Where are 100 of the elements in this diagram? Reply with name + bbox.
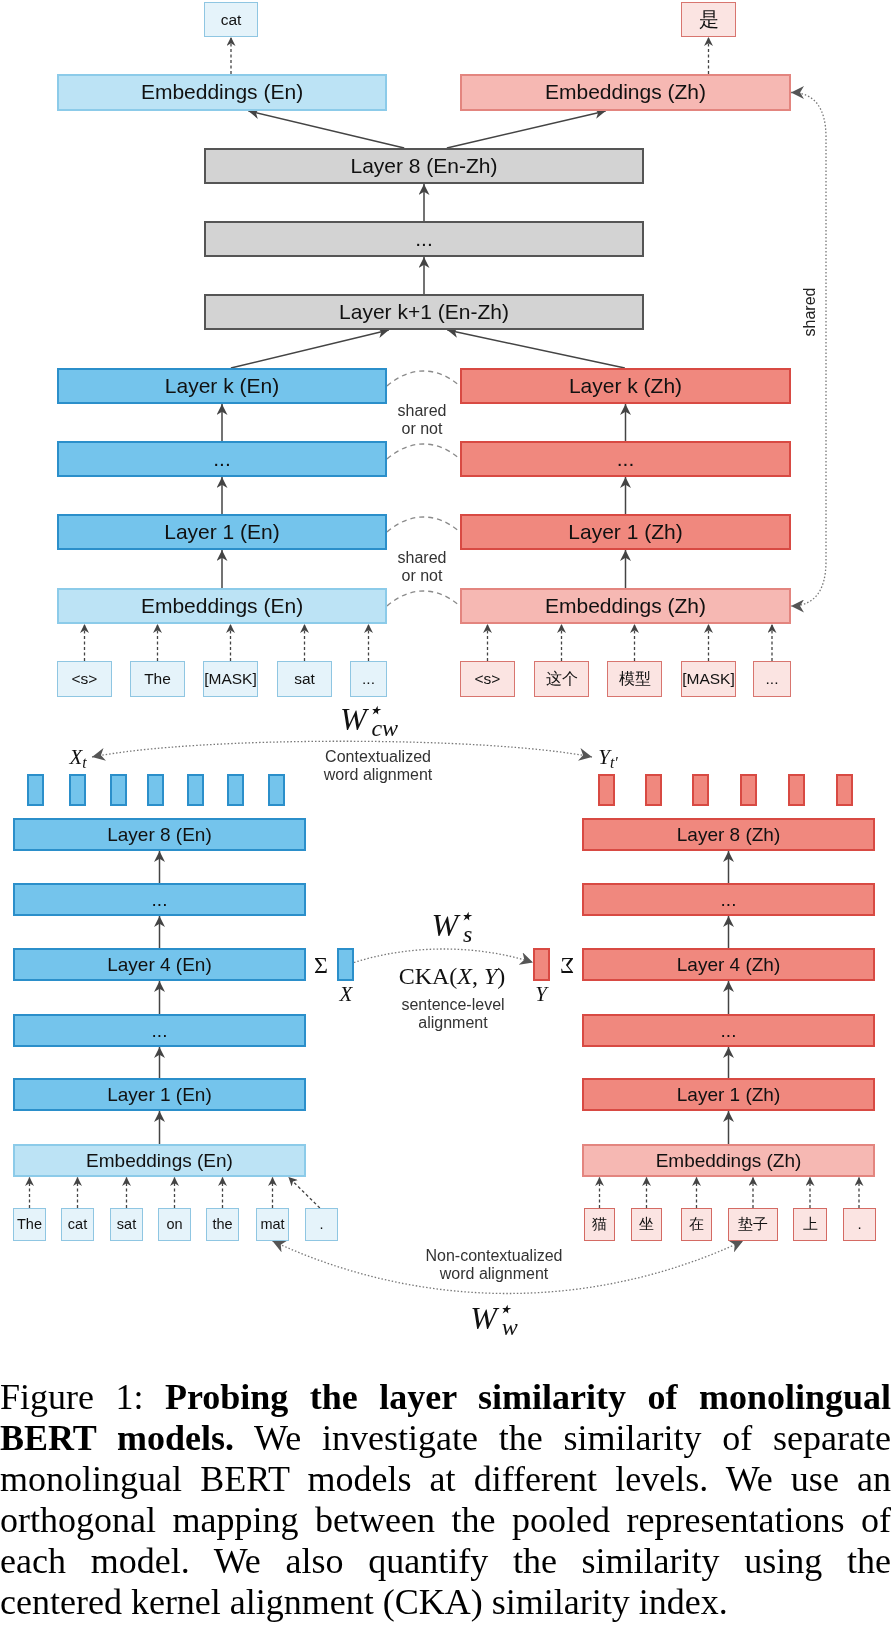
token-box: 上 [793, 1208, 827, 1241]
dashed-arrow [557, 623, 566, 662]
encoder-layer: Layer 4 (Zh) [582, 948, 875, 981]
embedding-layer: Embeddings (En) [57, 588, 387, 624]
encoder-layer: Layer 8 (Zh) [582, 818, 875, 851]
encoder-layer: Layer k (Zh) [460, 368, 791, 404]
arrow [723, 915, 734, 949]
annotation-text: sentence-level alignment [400, 996, 506, 1033]
dotted-double-arrow [790, 86, 827, 612]
summation-symbol: Σ [559, 952, 575, 978]
encoder-layer: ... [57, 441, 387, 477]
dashed-arrow [268, 1176, 277, 1209]
encoder-layer: ... [582, 883, 875, 916]
arrow [154, 915, 165, 949]
annotation-text: Contextualized word alignment [322, 748, 434, 785]
vector-bar [692, 774, 709, 806]
dashed-arrow [218, 1176, 227, 1209]
dashed-arrow [122, 1176, 131, 1209]
encoder-layer: Layer 1 (En) [57, 514, 387, 550]
token-box: cat [204, 2, 258, 37]
arrow [723, 980, 734, 1015]
dashed-arrow [642, 1176, 651, 1209]
dashed-arrow [80, 623, 89, 662]
token-box: cat [61, 1208, 94, 1241]
arrow [620, 549, 631, 589]
math-label: X [338, 982, 354, 1006]
dashed-arrow [595, 1176, 604, 1209]
shared-layer: ... [204, 221, 644, 257]
dashed-arrow [226, 623, 235, 662]
formula-label: CKA(X, Y) [397, 962, 507, 990]
dashed-arrow [25, 1176, 34, 1209]
arrow [154, 1046, 165, 1079]
encoder-layer: Layer 1 (Zh) [460, 514, 791, 550]
vector-bar [645, 774, 662, 806]
vector-bar [533, 948, 550, 981]
dashed-arrow [805, 1176, 815, 1209]
arrow [723, 850, 734, 884]
math-label: X$_{t}$ [64, 745, 92, 769]
encoder-layer: ... [582, 1014, 875, 1047]
encoder-layer: ... [13, 883, 306, 916]
dashed-arrow [704, 623, 713, 662]
arrow [620, 403, 631, 442]
vector-bar [788, 774, 805, 806]
token-box: <s> [460, 661, 515, 697]
token-box: . [843, 1208, 876, 1241]
annotation-text: Non-contextualized word alignment [424, 1247, 564, 1284]
token-box: <s> [57, 661, 112, 697]
arrow [418, 183, 430, 222]
shared-layer: Layer 8 (En-Zh) [204, 148, 644, 184]
token-box: 这个 [534, 661, 589, 697]
figure-caption: Figure 1: Probing the layer similarity of monolingual BERT models. We investigate the similarity of separate monolingual BERT models at different levels. We use an orthogonal mapping between the pooled representations of each model. We also quantify the similarity using the centered kernel alignment (CKA) similarity index. [0, 1377, 891, 1623]
dashed-arrow [483, 623, 492, 662]
dashed-arrow [854, 1176, 864, 1209]
token-box: 垫子 [728, 1208, 778, 1241]
token-box: 猫 [584, 1208, 615, 1241]
encoder-layer: ... [460, 441, 791, 477]
arrow [723, 1110, 734, 1145]
token-box: 坐 [631, 1208, 662, 1241]
token-box: ... [753, 661, 791, 697]
embedding-layer: Embeddings (Zh) [582, 1144, 875, 1177]
arrow [216, 403, 228, 442]
dashed-arrow [287, 1176, 321, 1209]
dashed-arrow [692, 1176, 701, 1209]
token-box: . [305, 1208, 338, 1241]
arrow [418, 256, 430, 295]
token-box: 模型 [607, 661, 662, 697]
token-box: sat [110, 1208, 143, 1241]
encoder-layer: Layer 4 (En) [13, 948, 306, 981]
dashed-arrow [226, 36, 236, 75]
arrow [154, 980, 165, 1015]
dashed-arrow [630, 623, 639, 662]
vector-bar [110, 774, 127, 806]
token-box: 是 [681, 2, 736, 37]
vector-bar [69, 774, 86, 806]
math-label: Y$_{t′}$ [592, 745, 624, 769]
token-box: ... [350, 661, 387, 697]
summation-symbol: Σ [313, 952, 329, 978]
embedding-layer: Embeddings (En) [57, 74, 387, 111]
token-box: The [130, 661, 185, 697]
vector-bar [227, 774, 244, 806]
dashed-arrow [704, 36, 713, 75]
token-box: The [13, 1208, 46, 1241]
token-box: [MASK] [681, 661, 736, 697]
vector-bar [268, 774, 285, 806]
vector-bar [836, 774, 853, 806]
embedding-layer: Embeddings (En) [13, 1144, 306, 1177]
embedding-layer: Embeddings (Zh) [460, 588, 791, 624]
vector-bar [27, 774, 44, 806]
vector-bar [187, 774, 204, 806]
arrow [216, 549, 228, 589]
embedding-layer: Embeddings (Zh) [460, 74, 791, 111]
annotation-text: shared or not [396, 549, 448, 585]
token-box: 在 [681, 1208, 712, 1241]
encoder-layer: Layer 8 (En) [13, 818, 306, 851]
dashed-arrow [170, 1176, 179, 1209]
arrow [154, 850, 165, 884]
dashed-arrow [767, 623, 777, 662]
encoder-layer: Layer 1 (Zh) [582, 1078, 875, 1111]
math-label: Y [534, 982, 550, 1006]
vector-bar [598, 774, 615, 806]
